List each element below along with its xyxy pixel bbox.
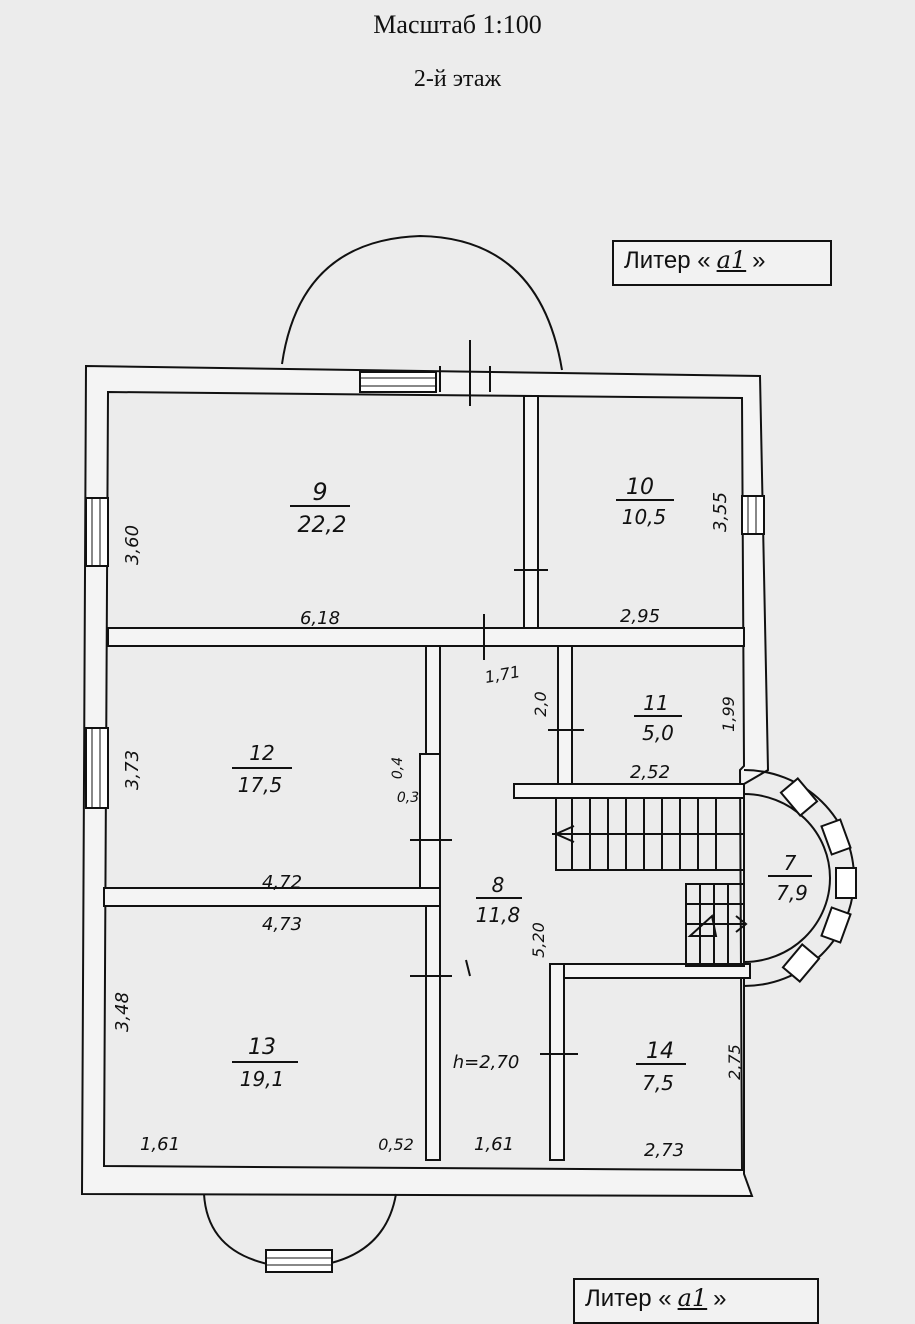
room-number: 11 xyxy=(643,691,668,715)
scale-label: Масштаб 1:100 xyxy=(373,10,542,39)
bottom-window xyxy=(265,1249,333,1273)
dim-label: 3,48 xyxy=(112,992,133,1032)
dim-label: 4,72 xyxy=(262,872,302,893)
right-bay xyxy=(743,769,857,987)
dim-label: 0,4 xyxy=(390,757,406,779)
dim-label: 3,55 xyxy=(710,492,731,532)
liter-prefix: Литер « xyxy=(585,1285,672,1312)
liter-stamp-top: Литер «a1» xyxy=(612,240,832,286)
floor-label: 2-й этаж xyxy=(413,66,502,92)
room-8: 8 11,8 xyxy=(476,873,522,927)
room-14: 14 7,5 xyxy=(636,1039,686,1095)
room-number: 10 xyxy=(626,475,654,500)
room-number: 12 xyxy=(249,741,274,765)
top-bay-arc xyxy=(281,234,563,371)
staircase xyxy=(552,797,748,967)
room-number: 7 xyxy=(784,851,797,875)
liter-suffix: » xyxy=(713,1285,727,1312)
dim-label: 1,61 xyxy=(474,1134,514,1155)
room-area: 22,2 xyxy=(298,513,347,538)
room-area: 10,5 xyxy=(622,505,667,529)
room-12: 12 17,5 xyxy=(232,741,292,797)
room-area: 19,1 xyxy=(240,1067,285,1091)
room-area: 7,9 xyxy=(776,881,808,905)
right-window xyxy=(741,495,765,535)
interior-walls xyxy=(103,395,751,1161)
dim-label: 4,73 xyxy=(262,914,302,935)
dim-label: 2,75 xyxy=(725,1044,744,1080)
liter-stamp-bottom: Литер «a1» xyxy=(573,1278,819,1324)
dim-label: 5,20 xyxy=(529,922,548,958)
dim-label: 1,99 xyxy=(719,696,738,732)
room-number: 8 xyxy=(492,873,505,897)
room-number: 13 xyxy=(248,1035,276,1060)
liter-suffix: » xyxy=(752,247,766,274)
room-9: 9 22,2 xyxy=(290,478,350,538)
room-10: 10 10,5 xyxy=(616,475,674,529)
top-window xyxy=(359,371,437,393)
left-window-2 xyxy=(85,727,109,809)
room-area: 5,0 xyxy=(642,721,674,745)
dim-label: 1,61 xyxy=(140,1134,180,1155)
room-13: 13 19,1 xyxy=(232,1035,298,1091)
dim-label: 2,95 xyxy=(620,606,660,627)
dim-label: 3,60 xyxy=(122,525,143,565)
dim-label: 1,71 xyxy=(483,662,521,687)
dimension-labels: 3,60 6,18 3,55 2,95 1,71 2,0 1,99 2,52 3… xyxy=(112,492,744,1161)
dim-label: 6,18 xyxy=(300,608,340,629)
room-number: 9 xyxy=(312,478,327,506)
dim-label: 0,52 xyxy=(378,1135,414,1154)
dim-label: 2,52 xyxy=(630,762,670,783)
dim-label: 3,73 xyxy=(122,750,143,790)
room-area: 7,5 xyxy=(642,1071,674,1095)
room-7: 7 7,9 xyxy=(768,851,812,905)
liter-prefix: Литер « xyxy=(624,247,711,274)
room-number: 14 xyxy=(646,1039,674,1064)
dim-label: 2,73 xyxy=(644,1140,684,1161)
room-area: 11,8 xyxy=(476,903,521,927)
liter-value: a1 xyxy=(716,246,747,274)
dim-label: 2,0 xyxy=(531,691,550,716)
dim-label: h=2,70 xyxy=(453,1052,520,1073)
door-marks xyxy=(410,569,584,1055)
dim-label: 0,3 xyxy=(397,790,419,806)
room-area: 17,5 xyxy=(238,773,283,797)
liter-value: a1 xyxy=(677,1284,708,1312)
left-window-1 xyxy=(85,497,109,567)
room-11: 11 5,0 xyxy=(634,691,682,745)
